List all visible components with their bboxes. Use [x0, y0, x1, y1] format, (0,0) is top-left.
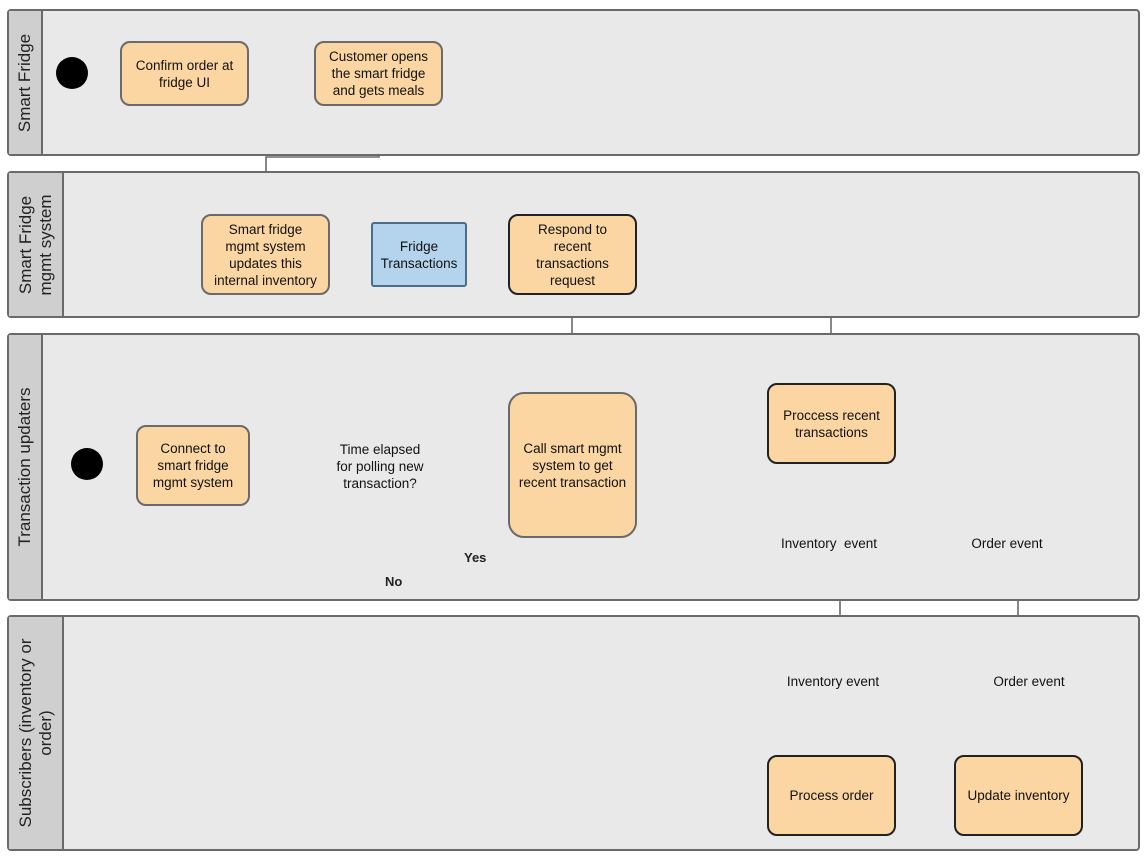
- activity-call-mgmt-system[interactable]: Call smart mgmt system to get recent tra…: [508, 392, 637, 538]
- edge-label-no: No: [385, 574, 403, 589]
- start-node-updaters: [71, 448, 103, 480]
- lane-header: Smart Fridge: [9, 11, 43, 154]
- accept-event-order-label: Order event: [993, 673, 1065, 689]
- send-signal-inventory-event-label: Inventory event: [780, 535, 878, 551]
- activity-process-recent-transactions[interactable]: Proccess recent transactions: [767, 383, 896, 464]
- lane-label-smart-fridge: Smart Fridge: [15, 33, 34, 132]
- activity-confirm-order[interactable]: Confirm order at fridge UI: [120, 41, 249, 106]
- lane-label-mgmt-system: Smart Fridge mgmt system: [15, 193, 55, 296]
- decision-polling-elapsed-label: Time elapsed for polling new transaction…: [336, 441, 424, 491]
- activity-process-order[interactable]: Process order: [767, 755, 896, 836]
- lane-header: Transaction updaters: [9, 335, 43, 599]
- lane-header: Subscribers (inventory or order): [9, 617, 64, 849]
- accept-event-inventory-label: Inventory event: [786, 673, 880, 689]
- object-fridge-transactions[interactable]: Fridge Transactions: [371, 222, 467, 287]
- lane-label-transaction-updaters: Transaction updaters: [15, 387, 34, 547]
- activity-update-internal-inventory[interactable]: Smart fridge mgmt system updates this in…: [201, 214, 330, 295]
- lane-header: Smart Fridge mgmt system: [9, 173, 64, 316]
- activity-customer-opens-fridge[interactable]: Customer opens the smart fridge and gets…: [314, 41, 443, 106]
- lane-label-subscribers: Subscribers (inventory or order): [15, 638, 55, 828]
- send-signal-order-event-label: Order event: [971, 535, 1043, 551]
- activity-respond-transactions-request[interactable]: Respond to recent transactions request: [508, 214, 637, 295]
- activity-update-inventory[interactable]: Update inventory: [954, 755, 1083, 836]
- activity-connect-mgmt-system[interactable]: Connect to smart fridge mgmt system: [136, 425, 250, 506]
- start-node-fridge: [56, 57, 88, 89]
- edge-label-yes: Yes: [464, 550, 487, 565]
- lane-subscribers: Subscribers (inventory or order): [7, 615, 1140, 851]
